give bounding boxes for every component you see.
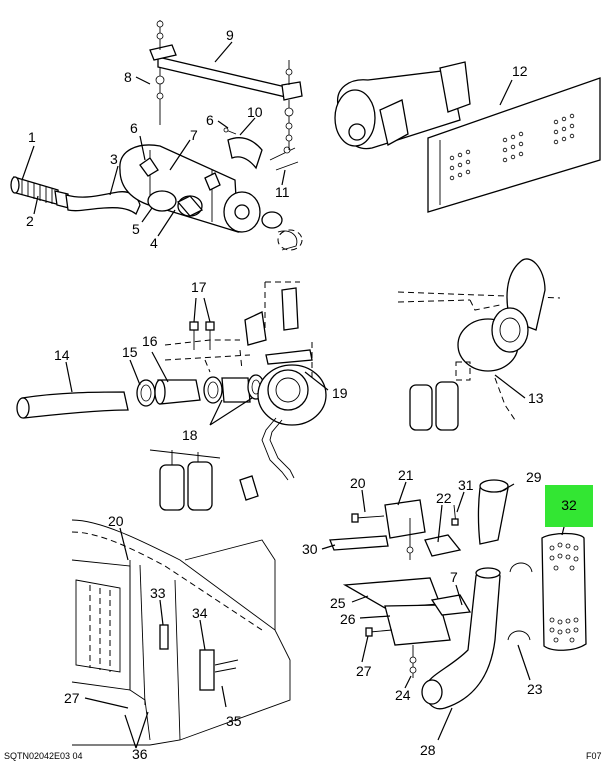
callout-15: 15 bbox=[122, 344, 138, 360]
muffler-with-heat-shield bbox=[334, 61, 601, 213]
cab-corner bbox=[71, 519, 291, 746]
callout-28: 28 bbox=[420, 742, 436, 758]
callout-1: 1 bbox=[28, 129, 36, 145]
turbo-outlet-assembly bbox=[397, 258, 561, 431]
callout-labels: 1 2 3 4 5 6 6 7 7 8 9 10 11 12 13 14 15 … bbox=[26, 27, 544, 761]
muffler-body bbox=[119, 144, 261, 233]
callout-12: 12 bbox=[512, 63, 528, 79]
callout-22: 22 bbox=[436, 490, 452, 506]
callout-8: 8 bbox=[124, 69, 132, 85]
callout-17: 17 bbox=[191, 279, 207, 295]
exhaust-stack-assembly bbox=[329, 479, 587, 710]
callout-34: 34 bbox=[192, 605, 208, 621]
callout-20-top: 20 bbox=[350, 475, 366, 491]
callout-20-cab: 20 bbox=[108, 513, 124, 529]
callout-14: 14 bbox=[54, 347, 70, 363]
callout-4: 4 bbox=[150, 235, 158, 251]
callout-7-top: 7 bbox=[190, 127, 198, 143]
exhaust-pipe-14 bbox=[21, 391, 129, 419]
callout-6-left: 6 bbox=[130, 120, 138, 136]
callout-2: 2 bbox=[26, 213, 34, 229]
flex-pipe bbox=[10, 176, 70, 209]
mounting-bracket-9 bbox=[149, 20, 303, 150]
turbo-pipe-assembly bbox=[16, 281, 327, 511]
callout-27-cab: 27 bbox=[64, 690, 80, 706]
callout-19: 19 bbox=[332, 385, 348, 401]
turbocharger bbox=[257, 364, 327, 481]
callout-5: 5 bbox=[132, 221, 140, 237]
callout-3: 3 bbox=[110, 151, 118, 167]
leader-lines bbox=[21, 41, 569, 749]
heat-shield-12 bbox=[427, 77, 601, 213]
callout-13: 13 bbox=[528, 390, 544, 406]
callout-18: 18 bbox=[182, 427, 198, 443]
highlight-label: 32 bbox=[561, 497, 577, 513]
callout-6-right: 6 bbox=[206, 112, 214, 128]
clamp-strap bbox=[227, 137, 263, 170]
callout-10: 10 bbox=[247, 104, 263, 120]
shield-perforations bbox=[449, 113, 575, 181]
callout-23: 23 bbox=[527, 681, 543, 697]
exhaust-pipe-3 bbox=[65, 191, 141, 216]
callout-29: 29 bbox=[526, 469, 542, 485]
callout-31: 31 bbox=[458, 477, 474, 493]
muffler-assembly-left bbox=[10, 20, 303, 251]
footer-code-left: SQTN02042E03 04 bbox=[4, 751, 83, 761]
callout-33: 33 bbox=[150, 585, 166, 601]
inlet-elbow-5 bbox=[147, 190, 177, 212]
callout-21: 21 bbox=[398, 467, 414, 483]
callout-25: 25 bbox=[330, 595, 346, 611]
callout-7-bottom: 7 bbox=[450, 569, 458, 585]
callout-9: 9 bbox=[226, 27, 234, 43]
callout-30: 30 bbox=[302, 541, 318, 557]
callout-27-right: 27 bbox=[356, 663, 372, 679]
callout-26: 26 bbox=[340, 611, 356, 627]
callout-11: 11 bbox=[275, 184, 290, 200]
callout-24: 24 bbox=[395, 687, 411, 703]
highlight-box[interactable] bbox=[545, 485, 593, 527]
perforated-stack-shield-32 bbox=[541, 532, 587, 651]
callout-35: 35 bbox=[226, 713, 242, 729]
callout-36: 36 bbox=[132, 746, 148, 761]
highlighted-callout-32[interactable]: 32 bbox=[545, 485, 593, 527]
footer-code-right: F07 bbox=[586, 751, 602, 761]
callout-16: 16 bbox=[142, 333, 158, 349]
